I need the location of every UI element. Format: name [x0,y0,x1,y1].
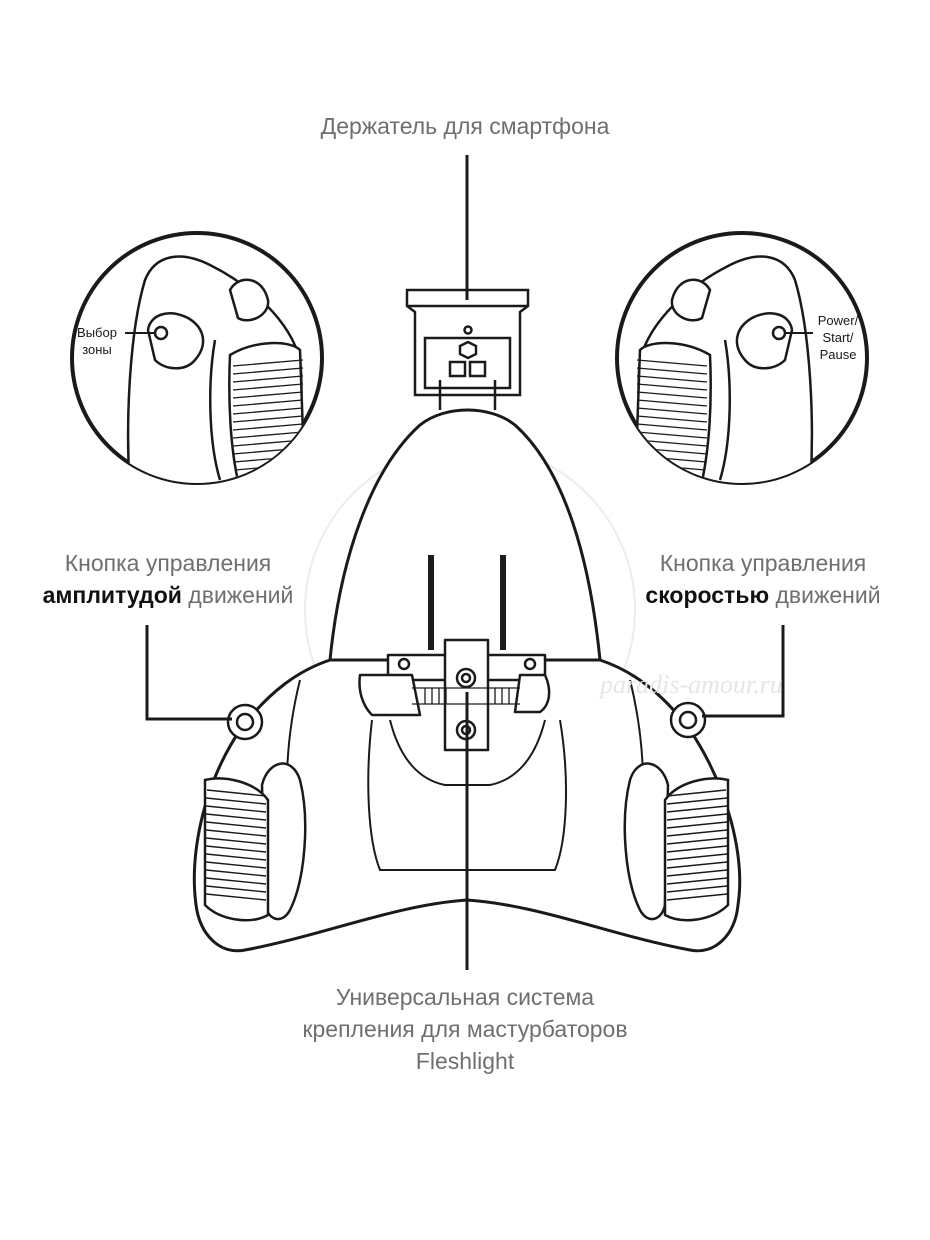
phone-holder [405,288,530,410]
leader-speed-button [702,625,785,718]
label-amplitude-line2: амплитудой движений [18,579,318,611]
right-handle [623,701,730,922]
label-amplitude-button: Кнопка управления амплитудой движений [18,547,318,611]
label-zone-line1: Выбор [77,325,117,340]
label-zone-line2: зоны [82,342,112,357]
inset-zone-select [70,231,324,485]
label-amplitude-line1: Кнопка управления [64,550,272,576]
label-speed-line2: скоростью движений [613,579,913,611]
leader-amplitude-button [145,625,232,721]
inset-power [615,231,869,485]
label-phone-holder-text: Держатель для смартфона [320,113,610,139]
label-power-line2: Start/ [822,330,854,345]
label-power-line1: Power/ [817,313,859,328]
left-handle [203,703,307,922]
support-rods [428,555,506,650]
label-mount-line2: крепления для мастурбаторов [302,1016,628,1042]
label-mount-line3: Fleshlight [415,1048,515,1074]
label-speed-rest: движений [769,582,881,608]
label-amplitude-bold: амплитудой [42,582,182,608]
label-amplitude-rest: движений [181,582,294,608]
label-speed-button: Кнопка управления скоростью движений [613,547,913,611]
label-zone-select: Выбор зоны [68,324,126,358]
leader-lines [145,155,785,970]
label-phone-holder: Держатель для смартфона [265,110,665,142]
label-mount-line1: Универсальная система [335,984,595,1010]
label-speed-bold: скоростью [645,582,770,608]
watermark-text: paradis-amour.ru [600,670,783,699]
label-power: Power/ Start/ Pause [806,312,870,363]
label-power-line3: Pause [819,347,857,362]
label-mount-system: Универсальная система крепления для маст… [230,981,700,1077]
label-speed-line1: Кнопка управления [659,550,867,576]
